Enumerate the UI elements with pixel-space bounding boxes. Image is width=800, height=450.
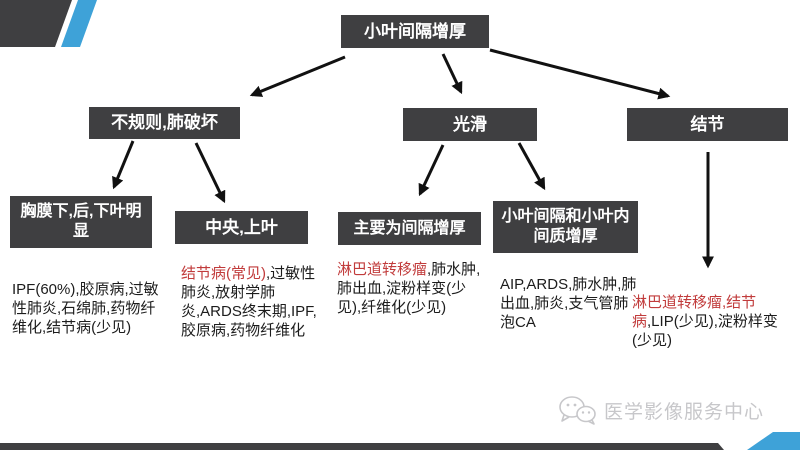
wechat-icon <box>559 396 596 425</box>
arrow-root-irregular <box>249 55 346 97</box>
node-smooth: 光滑 <box>403 108 537 141</box>
node-intralobular: 小叶间隔和小叶内间质增厚 <box>493 201 638 253</box>
note-central-highlight: 结节病(常见) <box>181 265 266 282</box>
note-subpleural-text: IPF(60%),胶原病,过敏性肺炎,石绵肺,药物纤维化,结节病(少见) <box>12 281 159 336</box>
arrow-irregular-central <box>194 142 226 204</box>
note-septal: 淋巴道转移瘤,肺水肿,肺出血,淀粉样变(少见),纤维化(少见) <box>337 261 484 318</box>
node-subpleural: 胸膜下,后,下叶明显 <box>10 196 152 248</box>
bottom-dark-bar <box>0 443 724 450</box>
node-smooth-label: 光滑 <box>453 114 487 134</box>
note-septal-highlight: 淋巴道转移瘤 <box>337 261 428 278</box>
note-intralobular-text: AIP,ARDS,肺水肿,肺出血,肺炎,支气管肺泡CA <box>500 276 637 331</box>
note-central: 结节病(常见),过敏性肺炎,放射学肺炎,ARDS终末期,IPF,胶原病,药物纤维… <box>181 265 322 341</box>
arrow-smooth-septal <box>418 144 445 197</box>
note-septal-text: ,肺水肿,肺出血,淀粉样变(少见),纤维化(少见) <box>337 261 481 316</box>
node-central: 中央,上叶 <box>175 211 308 244</box>
top-left-blue-stripe <box>61 0 97 47</box>
note-intralobular: AIP,ARDS,肺水肿,肺出血,肺炎,支气管肺泡CA <box>500 276 637 333</box>
node-subpleural-label: 胸膜下,后,下叶明显 <box>20 203 142 240</box>
watermark: 医学影像服务中心 <box>558 395 764 425</box>
note-central-text: ,过敏性肺炎,放射学肺炎,ARDS终末期,IPF,胶原病,药物纤维化 <box>181 265 317 339</box>
arrow-root-nodular <box>489 48 671 100</box>
node-root: 小叶间隔增厚 <box>341 15 489 48</box>
note-subpleural: IPF(60%),胶原病,过敏性肺炎,石绵肺,药物纤维化,结节病(少见) <box>12 281 169 338</box>
node-nodular-label: 结节 <box>690 114 725 134</box>
node-septal: 主要为间隔增厚 <box>338 212 481 245</box>
watermark-label: 医学影像服务中心 <box>604 401 765 423</box>
note-nodular: 淋巴道转移瘤,结节病,LIP(少见),淀粉样变(少见) <box>632 294 795 351</box>
arrow-irregular-subpleural <box>112 140 135 190</box>
node-irregular-label: 不规则,肺破坏 <box>111 113 218 133</box>
node-root-label: 小叶间隔增厚 <box>364 21 466 41</box>
bottom-right-blue-shape <box>747 432 800 450</box>
node-nodular: 结节 <box>627 108 788 141</box>
arrow-root-smooth <box>441 53 463 95</box>
note-nodular-highlight: 淋巴道转移瘤,结节病 <box>632 294 757 330</box>
node-septal-label: 主要为间隔增厚 <box>353 219 466 237</box>
note-nodular-text: ,LIP(少见),淀粉样变(少见) <box>632 312 778 349</box>
arrow-smooth-intralobular <box>517 142 546 191</box>
node-intralobular-label: 小叶间隔和小叶内间质增厚 <box>501 208 630 245</box>
node-irregular: 不规则,肺破坏 <box>89 107 240 139</box>
node-central-label: 中央,上叶 <box>205 217 278 237</box>
top-left-dark-shape <box>0 0 72 47</box>
